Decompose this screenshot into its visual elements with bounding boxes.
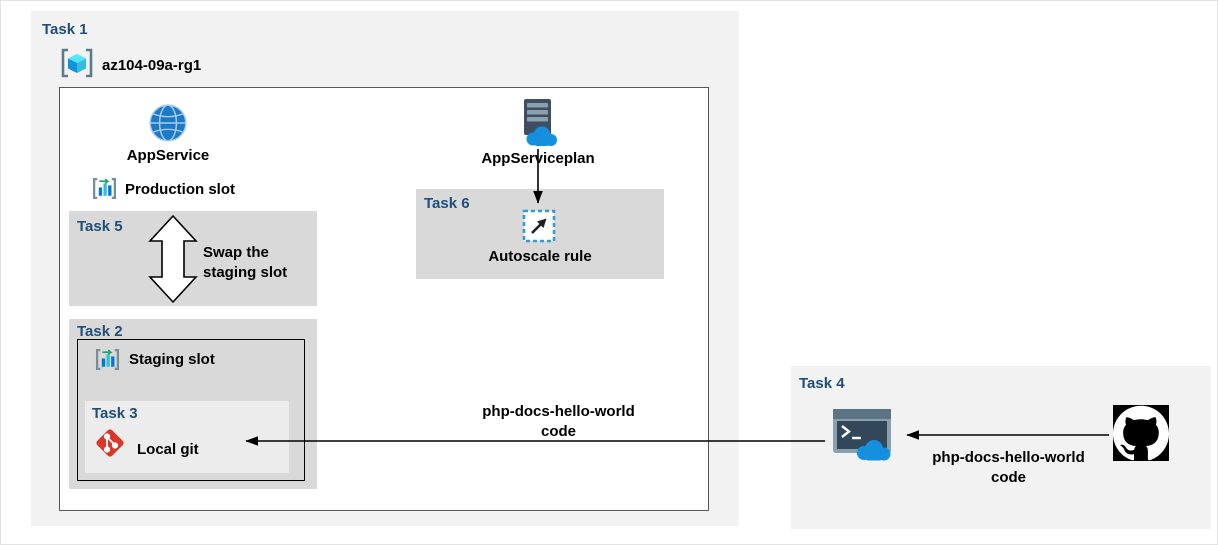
center-code-note: php-docs-hello-world code <box>482 403 635 440</box>
task5-note: Swap the staging slot <box>203 244 288 281</box>
local-git-label: Local git <box>137 441 199 458</box>
staging-slot-label: Staging slot <box>129 351 215 368</box>
autoscale-rule-icon <box>522 209 556 243</box>
task4-label: Task 4 <box>799 375 845 392</box>
task4-code-note: php-docs-hello-world code <box>932 449 1085 486</box>
task5-box: Task 5 Swap the staging slot <box>69 211 317 306</box>
staging-slot-icon <box>94 347 121 372</box>
local-git-icon <box>94 427 126 459</box>
task6-label: Task 6 <box>424 195 470 212</box>
task2-label: Task 2 <box>77 323 123 340</box>
app-service-label: AppService <box>126 147 210 164</box>
task1-label: Task 1 <box>42 21 88 38</box>
resource-group-icon <box>59 47 95 79</box>
app-service-plan-icon <box>513 98 563 148</box>
autoscale-rule-label: Autoscale rule <box>488 248 592 265</box>
production-slot-label: Production slot <box>125 181 235 198</box>
app-service-globe-icon <box>147 102 189 144</box>
app-service-plan-label: AppServiceplan <box>481 150 595 167</box>
staging-slot-box <box>77 339 305 481</box>
task6-box: Task 6 Autoscale rule <box>416 189 664 279</box>
swap-vertical-arrow-icon <box>147 214 199 304</box>
resource-group-name: az104-09a-rg1 <box>102 57 202 74</box>
task5-label: Task 5 <box>77 218 123 235</box>
github-icon <box>1113 405 1169 461</box>
production-slot-icon <box>91 176 118 201</box>
task3-label: Task 3 <box>92 405 138 422</box>
cloud-shell-icon <box>831 407 895 463</box>
